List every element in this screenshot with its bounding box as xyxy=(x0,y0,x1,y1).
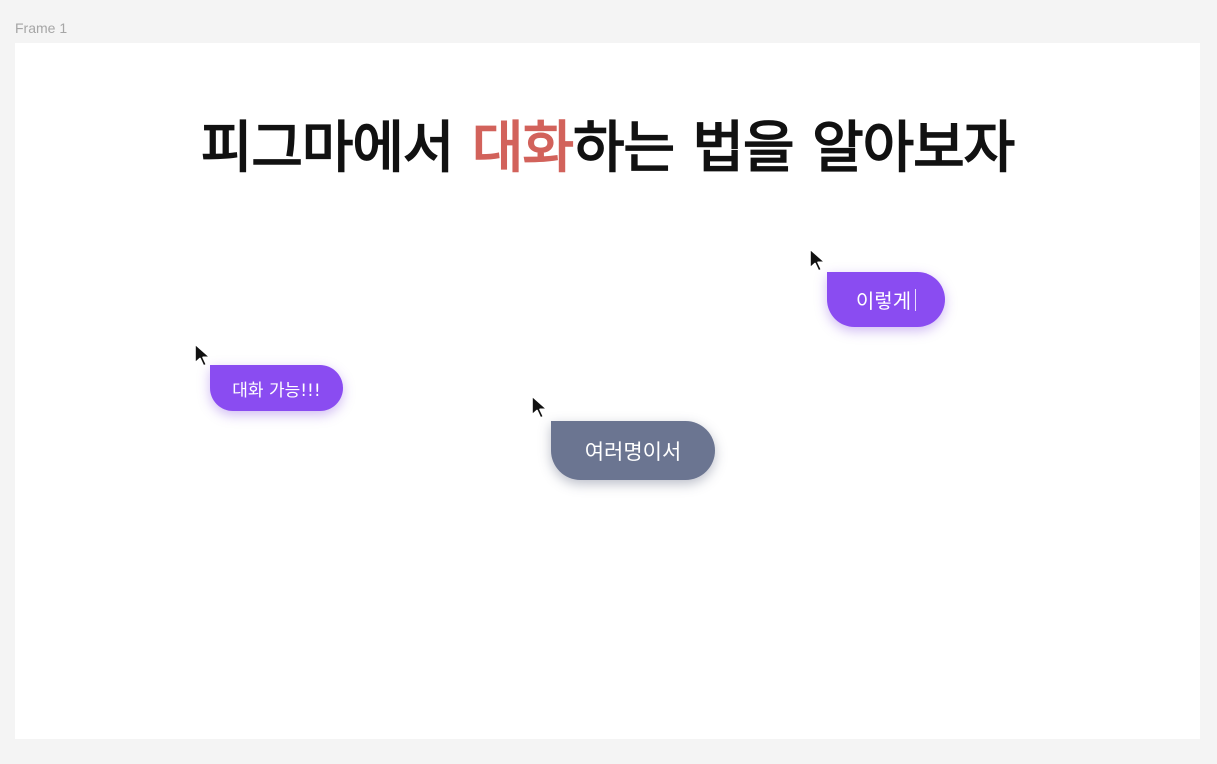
page-title: 피그마에서 대화하는 법을 알아보자 xyxy=(15,103,1200,184)
text-caret xyxy=(915,288,917,311)
title-accent-text: 대화 xyxy=(471,116,574,181)
frame-canvas[interactable]: 피그마에서 대화하는 법을 알아보자 대화 가능!!! 여러명이서 이렇게 xyxy=(15,43,1200,739)
chat-bubble-1: 대화 가능!!! xyxy=(210,365,343,411)
title-text-after: 하는 법을 알아보자 xyxy=(573,116,1015,181)
cursor-arrow-icon xyxy=(194,343,211,367)
chat-bubble-3[interactable]: 이렇게 xyxy=(827,272,945,327)
frame-label[interactable]: Frame 1 xyxy=(15,20,68,36)
chat-bubble-1-text: 대화 가능!!! xyxy=(232,380,321,401)
chat-bubble-2-text: 여러명이서 xyxy=(584,439,682,464)
cursor-arrow-icon xyxy=(531,395,548,419)
chat-bubble-3-text: 이렇게 xyxy=(855,289,912,313)
title-text-before: 피그마에서 xyxy=(200,116,472,181)
chat-bubble-2: 여러명이서 xyxy=(551,421,715,480)
cursor-arrow-icon xyxy=(809,248,826,272)
